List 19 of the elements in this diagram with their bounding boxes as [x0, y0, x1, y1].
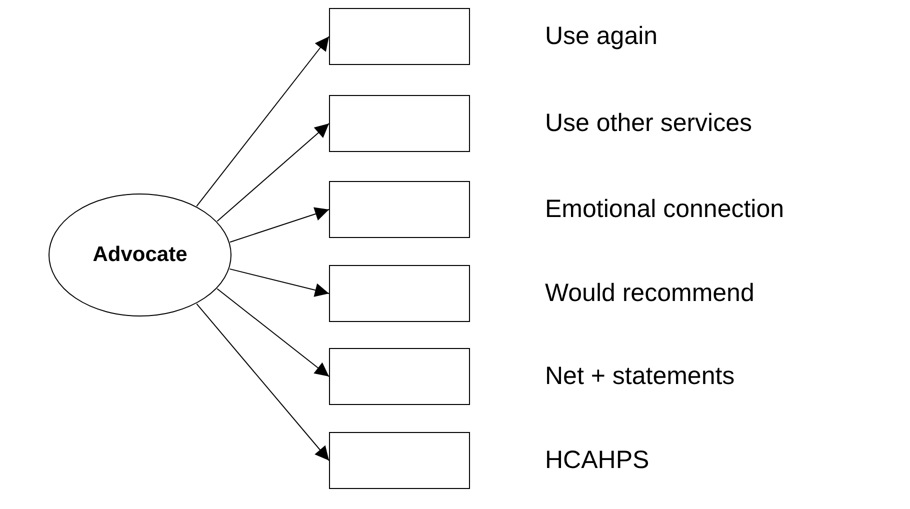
- node-label: Advocate: [92, 243, 188, 267]
- arrow: [230, 207, 330, 243]
- arrow: [196, 36, 330, 207]
- empty-box: [329, 432, 470, 489]
- empty-box: [329, 348, 470, 405]
- empty-box: [329, 95, 470, 152]
- item-label: HCAHPS: [545, 446, 650, 474]
- empty-box: [329, 8, 470, 65]
- empty-box: [329, 265, 470, 322]
- arrow: [229, 268, 330, 297]
- item-label: Would recommend: [545, 278, 754, 308]
- arrow: [216, 123, 330, 222]
- arrow: [216, 288, 330, 377]
- item-label: Emotional connection: [545, 194, 784, 224]
- item-label: Net + statements: [545, 362, 735, 390]
- item-label: Use other services: [545, 108, 752, 138]
- item-label: Use again: [545, 22, 658, 50]
- empty-box: [329, 181, 470, 238]
- arrow: [196, 303, 330, 461]
